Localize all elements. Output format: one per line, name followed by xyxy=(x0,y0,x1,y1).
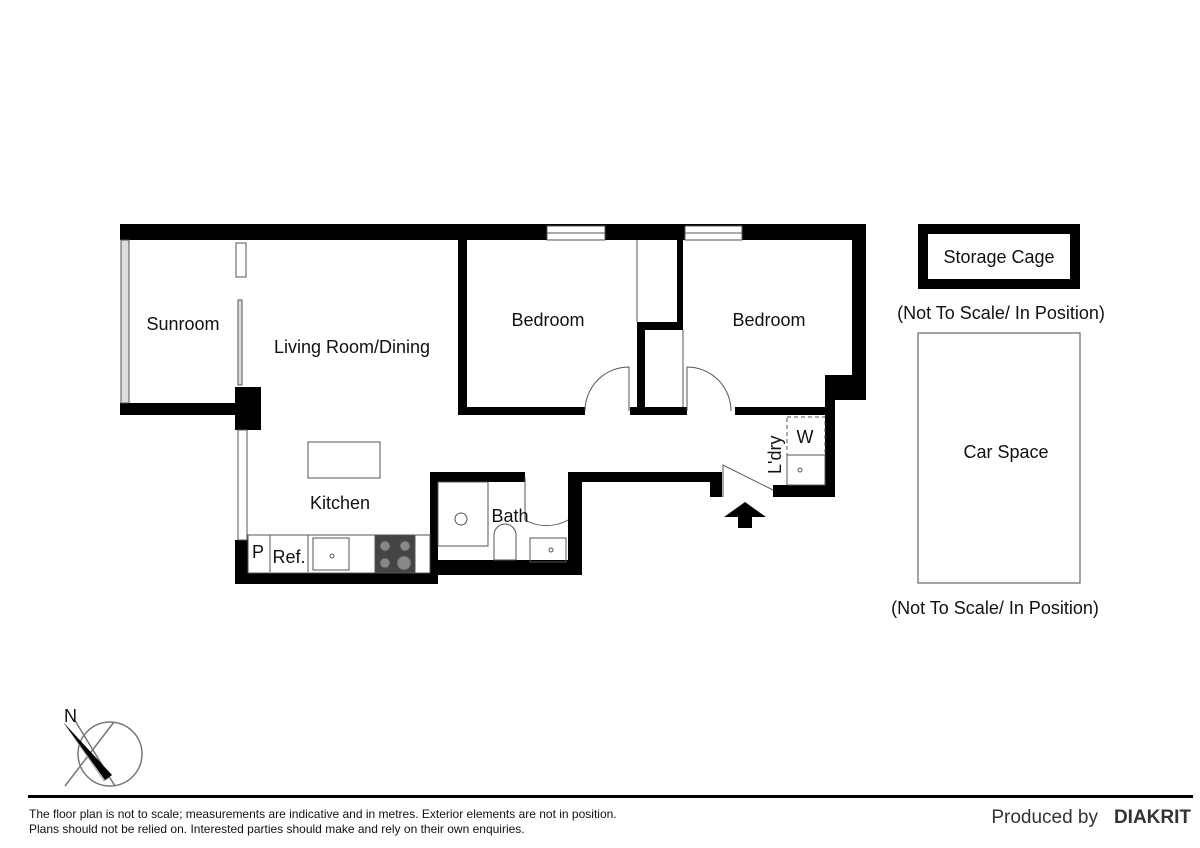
sink-icon xyxy=(312,537,350,571)
room-label-bath: Bath xyxy=(491,506,528,526)
car-space-label: Car Space xyxy=(963,442,1048,462)
kitchen-island xyxy=(307,441,381,479)
washer-label: W xyxy=(797,427,814,447)
basin-icon xyxy=(529,537,567,563)
room-label-laundry: L'dry xyxy=(765,436,785,474)
footer-divider xyxy=(28,795,1193,798)
doors xyxy=(524,240,774,527)
room-label-living: Living Room/Dining xyxy=(274,337,430,357)
compass-icon: N xyxy=(63,706,143,787)
fridge-label: Ref. xyxy=(272,547,305,567)
pantry-label: P xyxy=(252,542,264,562)
windows xyxy=(120,225,743,541)
laundry-fixtures xyxy=(786,416,826,486)
room-label-bedroom-1: Bedroom xyxy=(511,310,584,330)
bath-fixtures xyxy=(437,481,567,563)
toilet-icon xyxy=(493,523,517,561)
disclaimer-line-2: Plans should not be relied on. Intereste… xyxy=(29,822,525,836)
entry-arrow-icon xyxy=(724,502,766,528)
compass-north-label: N xyxy=(64,706,77,726)
walls xyxy=(120,224,866,584)
room-label-kitchen: Kitchen xyxy=(310,493,370,513)
shower-icon xyxy=(437,481,489,547)
room-label-bedroom-2: Bedroom xyxy=(732,310,805,330)
car-space-note: (Not To Scale/ In Position) xyxy=(891,598,1099,618)
kitchen-fixtures xyxy=(247,441,431,574)
storage-cage-label: Storage Cage xyxy=(943,247,1054,267)
brand-logo: DIAKRIT xyxy=(1114,807,1191,828)
storage-cage-box xyxy=(918,224,1080,289)
room-label-sunroom: Sunroom xyxy=(146,314,219,334)
produced-by-text: Produced by xyxy=(991,807,1098,828)
storage-cage-note: (Not To Scale/ In Position) xyxy=(897,303,1105,323)
trough-icon xyxy=(786,454,826,486)
disclaimer-line-1: The floor plan is not to scale; measurem… xyxy=(29,807,617,821)
car-space-box xyxy=(917,332,1081,584)
